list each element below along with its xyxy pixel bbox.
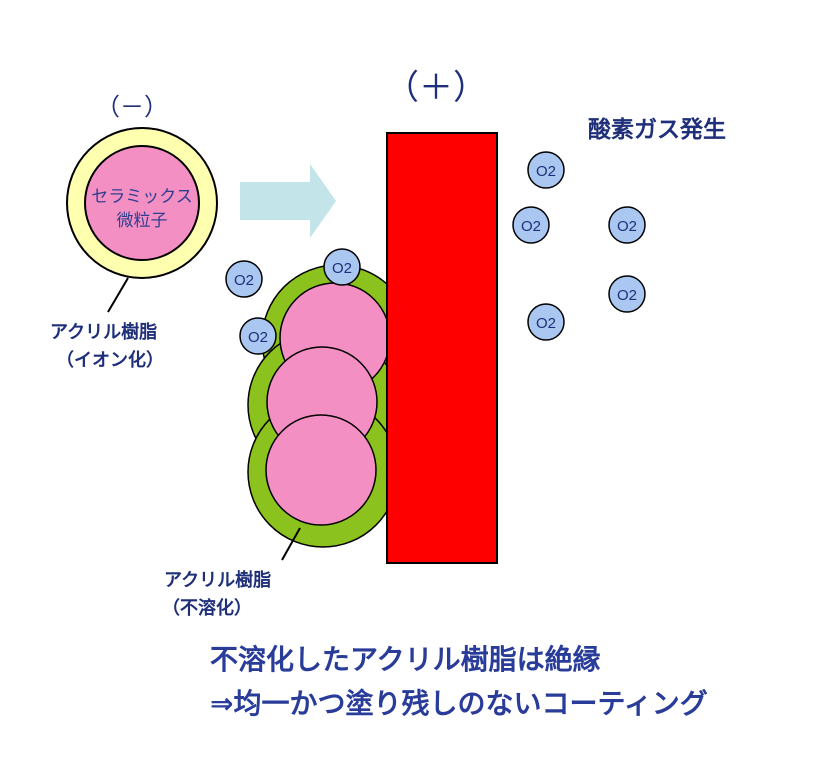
positive-label: （＋） — [385, 68, 487, 108]
svg-text:O2: O2 — [332, 260, 352, 277]
caption-line2: ⇒均一かつ塗り残しのないコーティング — [210, 687, 708, 720]
ceramic-particle — [84, 145, 200, 261]
svg-text:O2: O2 — [617, 218, 637, 235]
svg-text:O2: O2 — [521, 218, 541, 235]
negative-label: （－） — [96, 93, 168, 121]
svg-text:O2: O2 — [536, 315, 556, 332]
oxygen-bubble: O2 — [225, 260, 263, 298]
ceramic-particle — [265, 414, 377, 526]
particle-label-line1: セラミックス — [91, 187, 193, 207]
oxygen-bubble: O2 — [608, 206, 646, 244]
resin-ion-label-line2: （イオン化） — [56, 350, 164, 371]
svg-text:O2: O2 — [617, 287, 637, 304]
particle-label-line2: 微粒子 — [116, 211, 168, 231]
svg-text:O2: O2 — [234, 272, 254, 289]
ionized-particle — [66, 127, 218, 279]
migration-arrow — [240, 164, 336, 238]
positive-electrode — [386, 132, 498, 564]
leader-line-ion — [107, 277, 129, 313]
oxygen-bubble: O2 — [608, 275, 646, 313]
resin-insoluble-label-line2: （不溶化） — [162, 598, 252, 619]
svg-text:O2: O2 — [248, 329, 268, 346]
resin-ion-label-line1: アクリル樹脂 — [50, 322, 158, 343]
oxygen-bubble: O2 — [239, 317, 277, 355]
deposited-particles — [247, 264, 413, 548]
oxygen-bubble: O2 — [527, 151, 565, 189]
caption-line1: 不溶化したアクリル樹脂は絶縁 — [210, 643, 601, 676]
oxygen-gas-label: 酸素ガス発生 — [588, 117, 726, 143]
oxygen-bubble: O2 — [512, 206, 550, 244]
resin-insoluble-label-line1: アクリル樹脂 — [164, 570, 272, 591]
svg-text:O2: O2 — [536, 163, 556, 180]
oxygen-bubble: O2 — [527, 303, 565, 341]
leader-line-insoluble — [281, 527, 301, 561]
oxygen-bubble: O2 — [323, 248, 361, 286]
